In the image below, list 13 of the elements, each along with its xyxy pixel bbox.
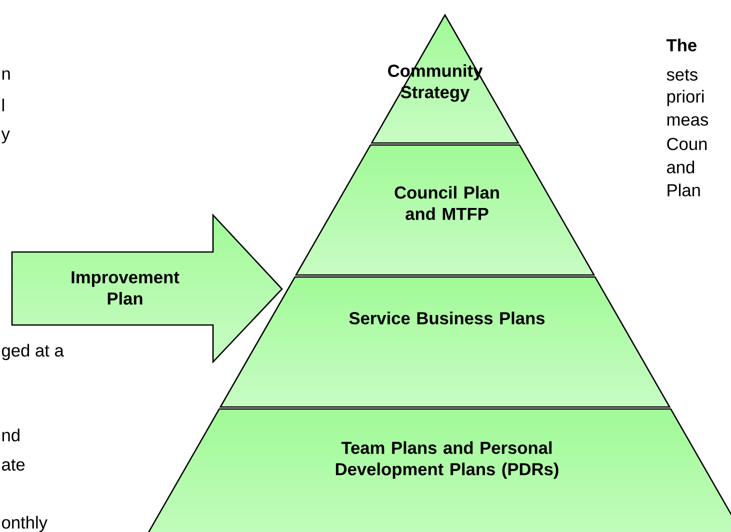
paragraph-text: Coun <box>667 138 707 150</box>
heading-text: The <box>666 38 696 52</box>
paragraph-text: meas <box>667 116 708 126</box>
paragraph-text: n <box>2 70 10 80</box>
paragraph-text: and <box>667 160 694 174</box>
paragraph-text: nd <box>2 428 20 442</box>
paragraph-text: ate <box>2 459 25 471</box>
paragraph-text: y <box>1 130 10 144</box>
paragraph-text: onthly <box>2 516 48 532</box>
paragraph-text: Plan <box>668 184 700 196</box>
paragraph-text: sets <box>666 69 698 81</box>
paragraph-text: priori <box>667 90 704 106</box>
paragraph-text: l <box>2 98 4 112</box>
